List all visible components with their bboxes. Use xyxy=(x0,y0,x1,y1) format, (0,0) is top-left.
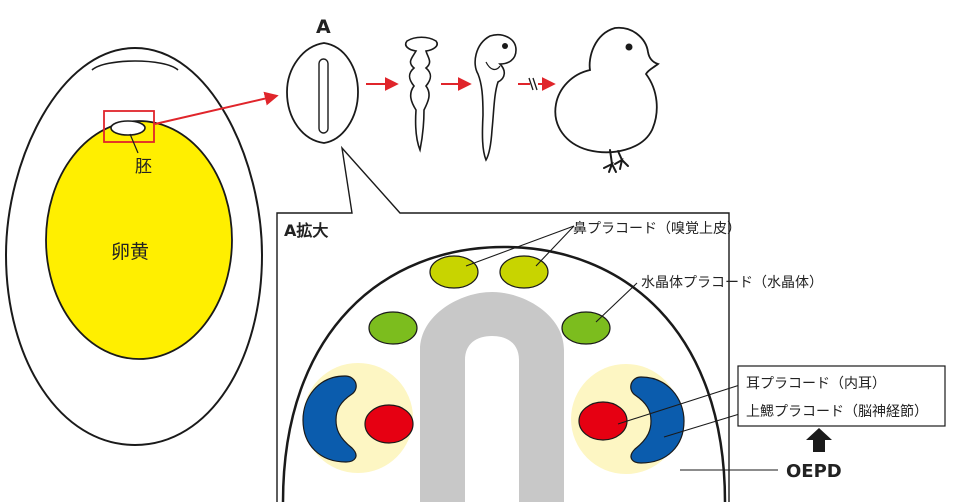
chick-illustration xyxy=(555,28,658,172)
placode-label-box: 耳プラコード（内耳） 上鰓プラコード（脳神経節） OEPD xyxy=(738,366,945,482)
otic-placode-label: 耳プラコード（内耳） xyxy=(746,376,886,392)
chick-eye-icon xyxy=(626,44,633,51)
embryo-label: 胚 xyxy=(135,157,152,177)
stage-3-eye-icon xyxy=(502,43,508,49)
embryo-spot xyxy=(111,121,145,135)
lens-placode-left xyxy=(369,312,417,344)
chick-body xyxy=(555,28,658,152)
time-skip-arrow xyxy=(518,78,553,90)
stage-2-embryo xyxy=(406,37,437,150)
yolk-label: 卵黄 xyxy=(111,241,149,263)
stage-3-embryo xyxy=(475,35,516,160)
otic-placode-left xyxy=(365,405,413,443)
chick-feet xyxy=(604,150,628,172)
nasal-placode-left xyxy=(430,256,478,288)
lens-placode-right xyxy=(562,312,610,344)
primitive-streak xyxy=(319,59,328,133)
oepd-label: OEPD xyxy=(786,461,842,482)
epibranchial-placode-label: 上鰓プラコード（脳神経節） xyxy=(746,403,928,420)
zoom-title: A拡大 xyxy=(284,221,328,240)
stage-a-label: A xyxy=(316,16,331,38)
otic-placode-right xyxy=(579,402,627,440)
lens-placode-label: 水晶体プラコード（水晶体） xyxy=(641,275,823,291)
nasal-placode-label: 鼻プラコード（嗅覚上皮） xyxy=(573,220,741,237)
neural-tube-lumen xyxy=(475,344,509,502)
zoom-callout: A拡大 xyxy=(277,148,823,502)
oepd-up-arrow xyxy=(806,428,832,452)
